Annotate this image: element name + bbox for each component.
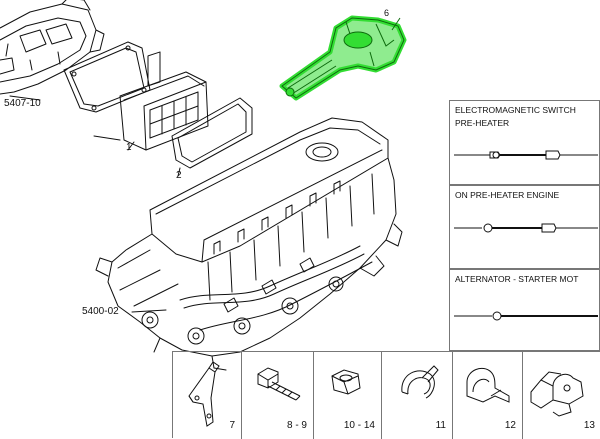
part-cell-8-9[interactable]: 8 - 9 <box>242 352 314 439</box>
cable-icon <box>454 223 598 233</box>
part-number: 10 - 14 <box>343 420 375 431</box>
part-cell-11[interactable]: 11 <box>382 352 453 439</box>
panel-pre-heater-engine: ON PRE-HEATER ENGINE <box>449 185 600 269</box>
part-cell-10-14[interactable]: 10 - 14 <box>314 352 382 439</box>
part-cell-7[interactable]: 7 <box>173 352 242 439</box>
label-part-2: 2 <box>176 170 182 181</box>
intake-manifold <box>0 0 105 95</box>
bracket-clamp-icon <box>530 371 584 417</box>
part-number: 12 <box>504 420 516 431</box>
panel-title-line: PRE-HEATER <box>455 118 510 128</box>
bolt-icon <box>257 367 301 401</box>
panel-title-line: ON PRE-HEATER ENGINE <box>455 190 560 200</box>
cable-icon <box>454 311 598 321</box>
panel-title: ALTERNATOR - STARTER MOT <box>455 273 578 286</box>
engine-block <box>95 117 403 371</box>
part-number: 8 - 9 <box>286 420 307 431</box>
label-5400-02: 5400-02 <box>82 306 119 317</box>
bracket-icon <box>188 361 220 427</box>
part-number: 11 <box>435 420 446 431</box>
part-number: 13 <box>583 420 595 431</box>
part-6-highlighted-glow-plug-relay <box>279 15 407 101</box>
parts-strip: 7 8 - 9 10 - 14 <box>172 351 600 439</box>
panel-title: ON PRE-HEATER ENGINE <box>455 189 559 202</box>
panel-title-line: ELECTROMAGNETIC SWITCH <box>455 105 576 115</box>
panel-title-line: ALTERNATOR - STARTER MOT <box>455 274 579 284</box>
panel-alternator-starter: ALTERNATOR - STARTER MOT <box>449 269 600 351</box>
part-1-block <box>119 51 209 151</box>
part-number: 7 <box>229 420 235 431</box>
part-cell-12[interactable]: 12 <box>453 352 523 439</box>
part-2-gasket <box>171 97 253 177</box>
panel-electromagnetic-switch: ELECTROMAGNETIC SWITCH PRE-HEATER <box>449 100 600 185</box>
panel-title: ELECTROMAGNETIC SWITCH PRE-HEATER <box>455 104 576 130</box>
label-5407-10: 5407-10 <box>4 98 41 109</box>
cable-icon <box>454 150 598 160</box>
nut-icon <box>331 369 361 395</box>
clamp-icon <box>466 367 510 403</box>
label-part-1: 1 <box>126 142 132 153</box>
part-cell-13[interactable]: 13 <box>523 352 600 439</box>
cable-tie-icon <box>401 365 439 399</box>
label-part-6: 6 <box>384 8 390 18</box>
